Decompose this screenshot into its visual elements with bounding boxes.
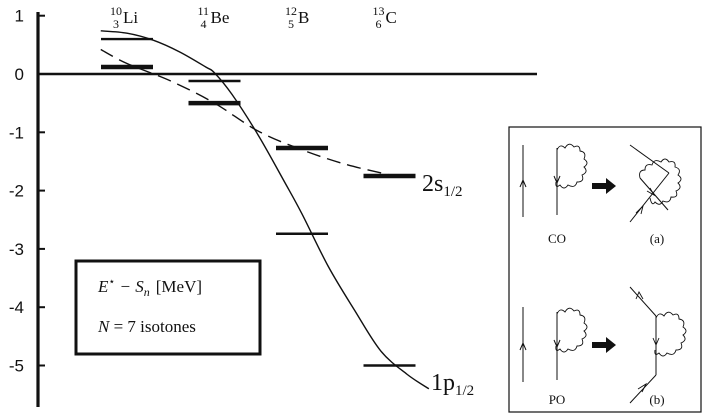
svg-text:5: 5 xyxy=(288,17,294,31)
diagram-a xyxy=(629,144,682,223)
svg-text:Be: Be xyxy=(211,8,230,27)
y-tick-labels: 1 0 -1 -2 -3 -4 -5 xyxy=(9,7,24,376)
y-tick-label: -3 xyxy=(9,240,24,259)
svg-text:6: 6 xyxy=(376,17,382,31)
y-tick-label: -1 xyxy=(9,123,24,142)
energy-levels xyxy=(101,37,416,367)
orbital-label-1p: 1p1/2 xyxy=(431,370,474,399)
svg-text:Li: Li xyxy=(123,8,138,27)
co-bare-line xyxy=(519,145,527,217)
y-tick-label: -5 xyxy=(9,357,24,376)
diagram-b xyxy=(629,286,687,404)
svg-text:3: 3 xyxy=(113,17,119,31)
y-axis xyxy=(36,12,537,407)
inset-label-co: CO xyxy=(548,231,566,246)
po-self-energy-loop xyxy=(553,307,588,380)
svg-text:12: 12 xyxy=(285,4,297,18)
svg-text:4: 4 xyxy=(201,17,207,31)
inset-label-a: (a) xyxy=(650,231,664,246)
inset-label-b: (b) xyxy=(649,392,664,407)
svg-text:C: C xyxy=(386,8,397,27)
legend-quantity: E⋆ − Sn[MeV] xyxy=(97,276,202,299)
po-bare-line xyxy=(519,307,527,382)
isotope-label-li: 103 Li xyxy=(110,4,138,31)
legend-isotones: N = 7 isotones xyxy=(97,317,196,336)
diagram-inset: CO (a) PO (b) xyxy=(508,126,702,413)
svg-text:11: 11 xyxy=(198,4,210,18)
svg-text:13: 13 xyxy=(373,4,385,18)
legend-box: E⋆ − Sn[MeV] N = 7 isotones xyxy=(74,259,262,356)
co-self-energy-loop xyxy=(553,143,588,215)
co-arrow-icon xyxy=(592,178,616,194)
y-tick-label: 1 xyxy=(15,7,24,26)
svg-text:B: B xyxy=(298,8,309,27)
inset-label-po: PO xyxy=(549,392,566,407)
svg-text:10: 10 xyxy=(110,4,122,18)
y-tick-label: -2 xyxy=(9,182,24,201)
orbital-label-2s: 2s1/2 xyxy=(422,171,463,200)
isotope-label-be: 114 Be xyxy=(198,4,230,31)
curve-1p1-2 xyxy=(100,30,430,390)
po-arrow-icon xyxy=(592,337,616,353)
y-tick-label: 0 xyxy=(15,65,24,84)
y-tick-label: -4 xyxy=(9,298,24,317)
